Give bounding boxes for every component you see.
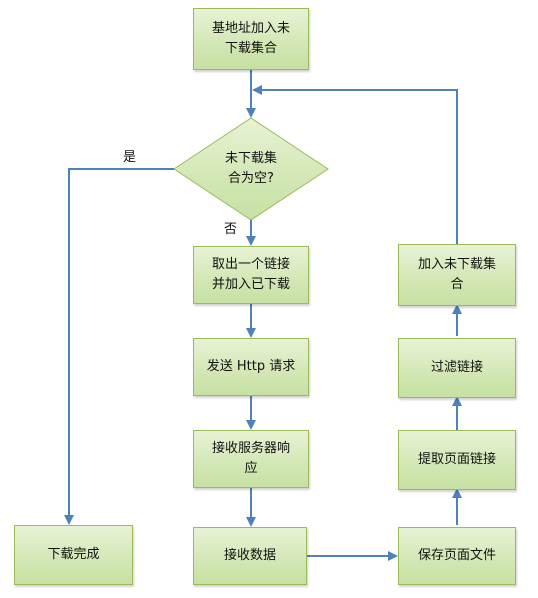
node-filter-links-label: 过滤链接 [430,360,483,375]
node-receive-response-line2: 应 [244,461,258,476]
node-start: 基地址加入未 下载集合 [193,8,309,70]
node-filter-links: 过滤链接 [398,338,516,398]
node-decision: 未下载集 合为空? [201,149,301,189]
node-done-label: 下载完成 [47,547,100,562]
node-receive-response-line1: 接收服务器响 [211,441,290,456]
node-done: 下载完成 [14,525,133,585]
node-send-request: 发送 Http 请求 [193,338,309,396]
node-start-line2: 下载集合 [224,41,277,56]
arrow-decision-to-done [64,168,174,525]
node-add-unfinished-line1: 加入未下载集 [417,257,496,272]
node-start-line1: 基地址加入未 [211,21,290,36]
node-receive-data: 接收数据 [193,527,307,585]
node-decision-line2: 合为空? [228,171,274,186]
node-receive-data-label: 接收数据 [223,548,276,563]
node-extract-links-label: 提取页面链接 [417,452,496,467]
node-save-file: 保存页面文件 [398,527,516,585]
node-take-link: 取出一个链接 并加入已下载 [193,246,309,304]
node-extract-links: 提取页面链接 [398,430,516,490]
node-add-unfinished-line2: 合 [450,277,464,292]
arrow-add-to-loop [252,85,458,244]
label-no: 否 [224,222,238,237]
node-send-request-label: 发送 Http 请求 [206,359,296,374]
node-take-link-line2: 并加入已下载 [211,277,290,292]
node-take-link-line1: 取出一个链接 [211,257,290,272]
label-yes: 是 [123,150,137,165]
node-add-unfinished: 加入未下载集 合 [398,244,516,306]
node-receive-response: 接收服务器响 应 [193,430,309,488]
node-save-file-label: 保存页面文件 [417,548,496,563]
node-decision-line1: 未下载集 [224,151,277,166]
